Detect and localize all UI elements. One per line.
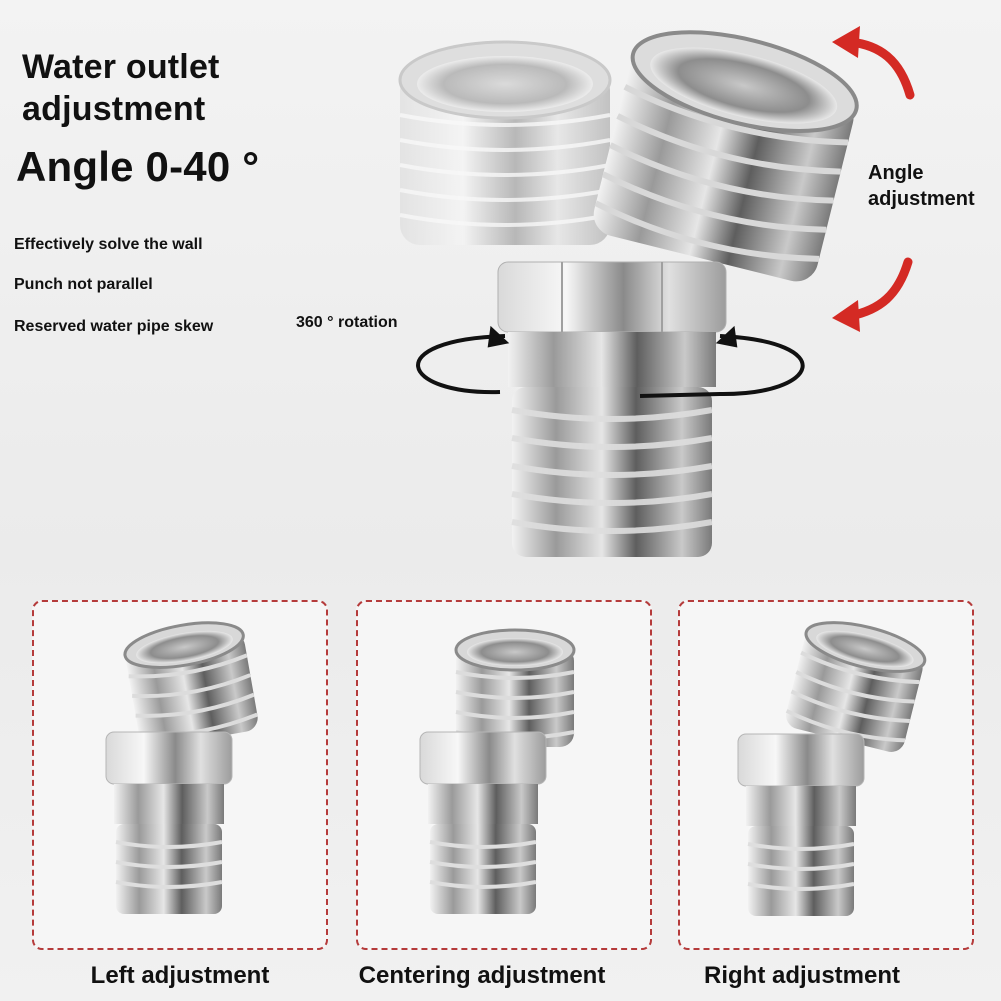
lower-thread — [511, 387, 713, 557]
tilted-outlet-thread — [593, 30, 859, 282]
hex-nut — [497, 261, 727, 387]
right-adjustment-panel — [678, 600, 974, 950]
headline-line-2: adjustment — [22, 90, 206, 128]
feature-text-3: Reserved water pipe skew — [14, 318, 214, 335]
angle-label-line-1: Angle — [868, 162, 924, 184]
angle-label-line-2: adjustment — [868, 188, 975, 210]
left-fitting-illustration — [105, 621, 259, 914]
feature-text-2: Punch not parallel — [14, 276, 153, 293]
curved-arrow-up-icon — [832, 26, 915, 100]
rotation-label: 360 ° rotation — [296, 314, 398, 331]
angle-range-heading: Angle 0-40 ° — [16, 143, 260, 190]
feature-text-1: Effectively solve the wall — [14, 236, 203, 253]
right-fitting-illustration — [737, 621, 927, 916]
right-adjustment-caption: Right adjustment — [704, 962, 900, 989]
centering-adjustment-caption: Centering adjustment — [358, 962, 606, 989]
centering-fitting-illustration — [419, 628, 576, 914]
left-adjustment-caption: Left adjustment — [90, 962, 270, 989]
main-fitting-illustration — [398, 26, 915, 557]
rotation-ring-icon — [416, 325, 805, 398]
left-adjustment-panel — [32, 600, 328, 950]
curved-arrow-down-icon — [832, 257, 913, 332]
ghost-outlet-thread — [398, 40, 612, 245]
angle-adjustment-label: Angle adjustment — [868, 160, 975, 212]
centering-adjustment-panel — [356, 600, 652, 950]
headline-line-1: Water outlet — [22, 48, 220, 86]
